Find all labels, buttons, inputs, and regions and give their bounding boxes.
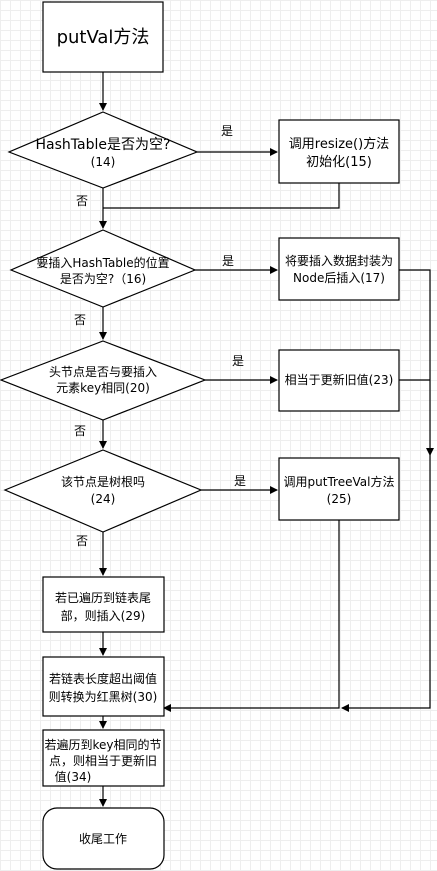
- decision-head-key-equal[interactable]: 头节点是否与要插入 元素key相同(20): [0, 340, 207, 421]
- process-put-tree-val[interactable]: 调用putTreeVal方法 (25): [278, 457, 400, 521]
- process-update-old-value-label: 相当于更新旧值(23): [285, 372, 394, 387]
- edge-label-d3-no: 否: [74, 424, 86, 438]
- edge-labels: 是 否 是 否 是 否 是 否: [74, 124, 246, 548]
- process-wrap-node-insert-line2: Node后插入(17): [293, 271, 385, 285]
- decision-slot-empty-line2: 是否为空?（16): [60, 272, 146, 286]
- step-update-on-same-key[interactable]: 若遍历到key相同的节 点，则相当于更新旧 值(34): [42, 729, 165, 787]
- decision-hashtable-empty[interactable]: HashTable是否为空? (14): [7, 111, 199, 189]
- edge-p2-down: [399, 269, 434, 456]
- step-insert-at-tail[interactable]: 若已遍历到链表尾 部，则插入(29): [42, 576, 165, 633]
- step-insert-at-tail-line1: 若已遍历到链表尾: [55, 590, 151, 605]
- edge-right-bus: [341, 455, 431, 712]
- step-treeify-line1: 若链表长度超出阈值: [49, 671, 157, 686]
- step-update-on-same-key-line1: 若遍历到key相同的节: [44, 737, 161, 752]
- process-resize-init-line2: 初始化(15): [306, 155, 372, 170]
- node-start-label: putVal方法: [57, 27, 150, 48]
- edges: [99, 72, 434, 807]
- node-end-label: 收尾工作: [79, 832, 127, 846]
- edge-label-d1-no: 否: [76, 194, 88, 208]
- process-put-tree-val-line2: (25): [327, 492, 352, 506]
- edge-label-d4-yes: 是: [234, 474, 246, 488]
- decision-head-key-equal-line1: 头节点是否与要插入: [49, 365, 157, 379]
- step-treeify-line2: 则转换为红黑树(30): [49, 689, 158, 704]
- edge-p4-down: [163, 520, 340, 712]
- process-resize-init-line1: 调用resize()方法: [289, 136, 389, 152]
- process-wrap-node-insert[interactable]: 将要插入数据封装为 Node后插入(17): [278, 237, 400, 301]
- process-resize-init[interactable]: 调用resize()方法 初始化(15): [278, 119, 400, 184]
- decision-is-tree-root[interactable]: 该节点是树根吗 (24): [3, 449, 203, 533]
- edge-label-d2-yes: 是: [222, 254, 234, 268]
- edge-label-d2-no: 否: [74, 313, 86, 327]
- decision-slot-empty[interactable]: 要插入HashTable的位置 是否为空?（16): [9, 229, 197, 308]
- edge-label-d4-no: 否: [76, 534, 88, 548]
- decision-is-tree-root-line1: 该节点是树根吗: [61, 474, 145, 489]
- step-update-on-same-key-line2: 点，则相当于更新旧: [49, 753, 157, 768]
- decision-slot-empty-line1: 要插入HashTable的位置: [36, 255, 169, 270]
- node-end[interactable]: 收尾工作: [42, 807, 165, 870]
- process-wrap-node-insert-line1: 将要插入数据封装为: [285, 253, 393, 268]
- step-update-on-same-key-line3: 值(34): [55, 769, 92, 784]
- process-put-tree-val-line1: 调用putTreeVal方法: [284, 474, 395, 489]
- edge-label-d1-yes: 是: [221, 124, 233, 138]
- node-start[interactable]: putVal方法: [42, 1, 164, 73]
- decision-head-key-equal-line2: 元素key相同(20): [56, 381, 150, 395]
- step-insert-at-tail-line2: 部，则插入(29): [61, 608, 146, 623]
- edge-p1-return: [103, 183, 340, 209]
- decision-hashtable-empty-line2: (14): [91, 155, 116, 169]
- decision-hashtable-empty-line1: HashTable是否为空?: [36, 137, 171, 153]
- decision-is-tree-root-line2: (24): [91, 492, 116, 506]
- step-treeify[interactable]: 若链表长度超出阈值 则转换为红黑树(30): [42, 656, 165, 717]
- edge-label-d3-yes: 是: [232, 354, 244, 368]
- process-update-old-value[interactable]: 相当于更新旧值(23): [278, 349, 400, 412]
